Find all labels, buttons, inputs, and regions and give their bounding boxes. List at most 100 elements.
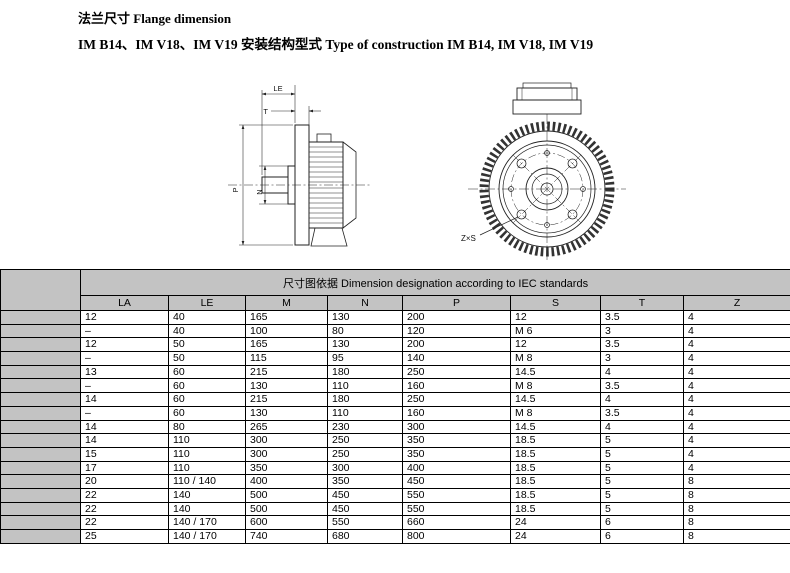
table-cell-s: 18.5: [510, 433, 601, 448]
table-cell-la: –: [80, 323, 169, 339]
table-cell-t: 4: [600, 419, 684, 435]
frame-size-cell: [0, 378, 81, 394]
table-cell-n: 180: [327, 392, 403, 407]
table-cell-le: 60: [168, 364, 246, 380]
table-cell-n: 250: [327, 433, 403, 448]
table-cell-le: 110 / 140: [168, 474, 246, 489]
frame-size-cell: [0, 323, 81, 339]
table-cell-le: 60: [168, 405, 246, 421]
column-header-m: M: [245, 295, 328, 311]
frame-size-cell: [0, 310, 81, 325]
table-cell-t: 5: [600, 460, 684, 476]
table-cell-p: 350: [402, 446, 511, 462]
table-cell-n: 450: [327, 501, 403, 517]
column-header-n: N: [327, 295, 403, 311]
table-cell-le: 140: [168, 501, 246, 517]
table-cell-n: 300: [327, 460, 403, 476]
table-cell-le: 50: [168, 337, 246, 353]
table-cell-t: 6: [600, 515, 684, 530]
table-cell-la: 14: [80, 392, 169, 407]
table-cell-z: 4: [682, 392, 790, 407]
frame-size-cell: [0, 487, 81, 503]
table-cell-s: 14.5: [510, 419, 601, 435]
table-cell-p: 300: [402, 419, 511, 435]
table-cell-t: 3: [600, 351, 684, 366]
table-cell-le: 110: [168, 460, 246, 476]
table-cell-la: 15: [80, 446, 169, 462]
table-cell-t: 5: [600, 474, 684, 489]
table-cell-la: 22: [80, 487, 169, 503]
frame-size-cell: [0, 474, 81, 489]
table-cell-t: 4: [600, 392, 684, 407]
table-cell-p: 140: [402, 351, 511, 366]
table-cell-la: 12: [80, 337, 169, 353]
table-cell-s: 12: [510, 310, 601, 325]
table-cell-s: 18.5: [510, 501, 601, 517]
table-span-header-row: 尺寸图依据 Dimension designation according to…: [0, 269, 790, 311]
table-cell-m: 500: [245, 501, 328, 517]
table-cell-s: 18.5: [510, 487, 601, 503]
table-cell-p: 120: [402, 323, 511, 339]
iec-standards-header: 尺寸图依据 Dimension designation according to…: [79, 269, 790, 296]
table-cell-z: 4: [682, 405, 790, 421]
table-cell-n: 450: [327, 487, 403, 503]
table-cell-s: M 8: [510, 378, 601, 394]
frame-size-cell: [0, 419, 81, 435]
dim-label-t: T: [263, 107, 268, 116]
table-cell-m: 215: [245, 392, 328, 407]
table-cell-le: 60: [168, 392, 246, 407]
table-cell-m: 300: [245, 433, 328, 448]
frame-size-cell: [0, 364, 81, 380]
table-cell-s: 24: [510, 529, 601, 544]
table-cell-m: 300: [245, 446, 328, 462]
table-cell-p: 160: [402, 405, 511, 421]
table-cell-n: 130: [327, 310, 403, 325]
frame-size-cell: [0, 405, 81, 421]
motor-section-outline: [228, 124, 372, 247]
table-cell-s: M 8: [510, 405, 601, 421]
table-cell-z: 4: [682, 323, 790, 339]
table-cell-n: 230: [327, 419, 403, 435]
table-cell-le: 50: [168, 351, 246, 366]
table-cell-t: 4: [600, 364, 684, 380]
table-cell-t: 3.5: [600, 337, 684, 353]
table-cell-le: 60: [168, 378, 246, 394]
column-header-z: Z: [682, 295, 790, 311]
table-cell-n: 80: [327, 323, 403, 339]
table-cell-la: –: [80, 378, 169, 394]
table-cell-s: 18.5: [510, 446, 601, 462]
table-cell-p: 200: [402, 337, 511, 353]
table-cell-z: 4: [682, 351, 790, 366]
construction-type-subtitle: IM B14、IM V18、IM V19 安装结构型式 Type of cons…: [78, 37, 594, 52]
table-cell-p: 160: [402, 378, 511, 394]
table-cell-s: M 8: [510, 351, 601, 366]
table-cell-z: 4: [682, 337, 790, 353]
table-cell-s: 18.5: [510, 474, 601, 489]
dim-label-le: LE: [273, 84, 282, 93]
frame-size-cell: [0, 392, 81, 407]
table-cell-n: 550: [327, 515, 403, 530]
table-cell-m: 740: [245, 529, 328, 544]
frame-size-cell: [0, 515, 81, 530]
column-header-t: T: [600, 295, 684, 311]
table-cell-z: 4: [682, 364, 790, 380]
table-cell-s: 12: [510, 337, 601, 353]
frame-size-cell: [0, 337, 81, 353]
table-cell-n: 110: [327, 378, 403, 394]
motor-front-outline: [468, 82, 626, 260]
table-cell-p: 550: [402, 501, 511, 517]
table-cell-n: 250: [327, 446, 403, 462]
table-cell-la: 14: [80, 433, 169, 448]
column-header-s: S: [510, 295, 601, 311]
table-cell-m: 215: [245, 364, 328, 380]
table-cell-m: 265: [245, 419, 328, 435]
table-cell-m: 500: [245, 487, 328, 503]
flange-holes-label: Z×S: [461, 234, 476, 243]
table-cell-t: 5: [600, 446, 684, 462]
